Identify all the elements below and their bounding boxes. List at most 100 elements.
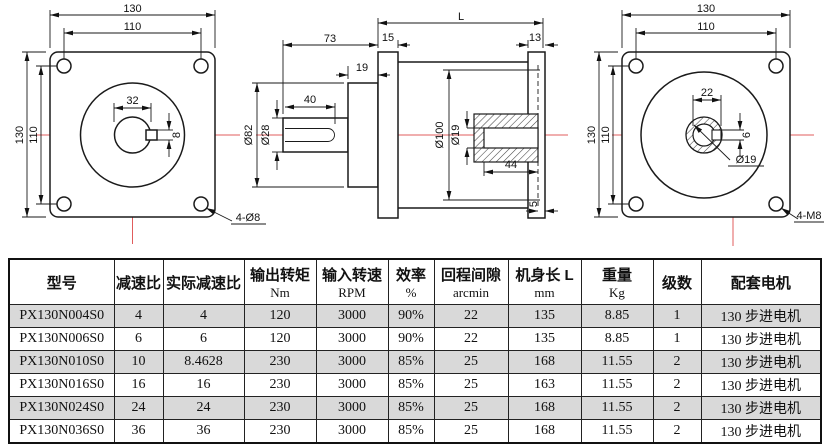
bolt-hole — [768, 196, 784, 212]
table-cell: 1 — [652, 304, 702, 328]
dim-bolt-spacing-v: 110 — [28, 126, 40, 144]
table-cell: 11.55 — [580, 396, 654, 420]
leader-line — [693, 124, 731, 161]
table-cell: 2 — [652, 350, 702, 374]
table-cell: 3000 — [315, 419, 389, 444]
column-header: 实际减速比 — [162, 258, 245, 305]
table-cell: PX130N036S0 — [8, 419, 115, 444]
table-cell: 3000 — [315, 396, 389, 420]
table-cell: 25 — [433, 419, 509, 444]
table-cell: 4 — [113, 304, 164, 328]
table-cell: 25 — [433, 350, 509, 374]
dim-input-bore-diameter: Ø19 — [450, 125, 462, 146]
table-cell: 16 — [113, 373, 164, 397]
table-cell: 130 步进电机 — [700, 304, 822, 328]
dim-flange-height: 130 — [14, 126, 26, 144]
table-cell: 25 — [433, 373, 509, 397]
table-cell: 130 步进电机 — [700, 419, 822, 444]
shaft-keyway-slot — [285, 128, 335, 142]
bolt-hole — [56, 58, 72, 74]
table-cell: PX130N010S0 — [8, 350, 115, 374]
dim-shaft-diameter: Ø28 — [260, 125, 272, 146]
table-cell: PX130N004S0 — [8, 304, 115, 328]
table-cell: 36 — [162, 419, 245, 444]
dim-flange-thickness: 15 — [382, 32, 394, 44]
dim-hub-width: 22 — [701, 87, 713, 99]
bolt-hole — [193, 196, 209, 212]
table-cell: 168 — [507, 350, 582, 374]
body-circle — [640, 71, 768, 199]
table-cell: 163 — [507, 373, 582, 397]
table-cell: 230 — [243, 350, 317, 374]
dim-bolt-spacing: 110 — [124, 21, 142, 33]
boss-circle — [79, 82, 186, 188]
front-view-drawing: 130 110 130 110 32 8 — [14, 3, 266, 244]
table-cell: PX130N006S0 — [8, 327, 115, 351]
dim-mount-holes: 4-M8 — [796, 210, 821, 222]
column-header: 级数 — [652, 258, 702, 305]
side-view-drawing: 73 15 L 13 19 40 — [243, 11, 568, 219]
table-cell: 25 — [433, 396, 509, 420]
table-cell: 130 步进电机 — [700, 327, 822, 351]
table-cell: 85% — [387, 350, 435, 374]
dim-keyway-width: 6 — [741, 132, 753, 138]
table-cell: 6 — [113, 327, 164, 351]
dim-rear-step: 5 — [528, 201, 540, 207]
bore-keyway — [711, 129, 722, 141]
table-cell: 22 — [433, 304, 509, 328]
bolt-hole — [628, 196, 644, 212]
dim-shaft-width: 32 — [126, 95, 138, 107]
table-cell: 168 — [507, 396, 582, 420]
front-flange — [377, 51, 399, 219]
table-cell: 3000 — [315, 304, 389, 328]
table-cell: PX130N016S0 — [8, 373, 115, 397]
table-cell: 6 — [162, 327, 245, 351]
dim-input-bore-depth: 44 — [505, 159, 517, 171]
table-cell: 230 — [243, 396, 317, 420]
table-cell: 36 — [113, 419, 164, 444]
table-cell: 90% — [387, 304, 435, 328]
table-cell: 8.4628 — [162, 350, 245, 374]
dim-pilot-diameter: Ø100 — [434, 122, 446, 149]
table-cell: 130 步进电机 — [700, 350, 822, 374]
table-cell: 168 — [507, 419, 582, 444]
technical-drawings: 130 110 130 110 32 8 — [14, 3, 824, 246]
table-cell: 16 — [162, 373, 245, 397]
table-cell: 85% — [387, 396, 435, 420]
rear-view-drawing: 130 110 130 110 22 6 — [586, 3, 824, 246]
dim-input-bore-diameter: Ø19 — [736, 154, 757, 166]
shaft-boss — [347, 82, 379, 188]
table-cell: 2 — [652, 419, 702, 444]
table-cell: PX130N024S0 — [8, 396, 115, 420]
table-cell: 85% — [387, 373, 435, 397]
column-header: 配套电机 — [700, 258, 822, 305]
table-cell: 22 — [433, 327, 509, 351]
leader-line — [205, 207, 233, 222]
column-header: 型号 — [8, 258, 115, 305]
table-cell: 3000 — [315, 373, 389, 397]
keyway — [145, 129, 158, 141]
output-shaft — [282, 117, 349, 153]
dim-total-length: L — [458, 11, 464, 23]
bolt-hole — [628, 58, 644, 74]
table-cell: 11.55 — [580, 419, 654, 444]
table-cell: 3000 — [315, 350, 389, 374]
dim-keyway-width: 8 — [171, 132, 183, 138]
dim-rear-flange-thickness: 13 — [529, 32, 541, 44]
table-cell: 1 — [652, 327, 702, 351]
table-cell: 135 — [507, 327, 582, 351]
input-bore — [483, 127, 539, 149]
